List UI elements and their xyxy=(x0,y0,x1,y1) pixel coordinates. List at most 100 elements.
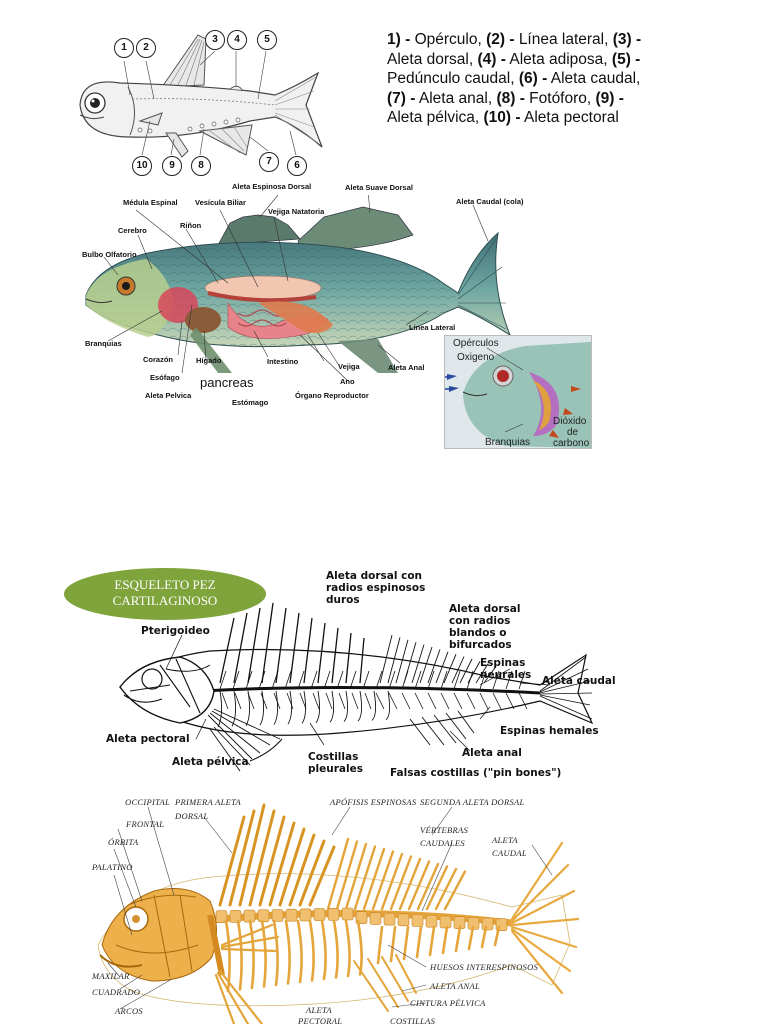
legend-item-7: Aleta anal, xyxy=(418,89,493,107)
legend-item-9: Aleta pélvica, xyxy=(387,109,480,126)
legend-num-6: (6) - xyxy=(518,70,548,87)
inset-label-de: de xyxy=(567,427,579,438)
label-cintura-pelvica: CINTURA PÉLVICA xyxy=(410,998,486,1008)
legend-item-5: Pedúnculo caudal, xyxy=(387,70,515,87)
label-cuadrado: CUADRADO xyxy=(92,987,141,997)
label-higado: Hígado xyxy=(196,356,222,365)
label-orbita: ÓRBITA xyxy=(108,837,139,847)
label-branquias: Branquias xyxy=(85,339,122,348)
label-medula-espinal: Médula Espinal xyxy=(123,198,178,207)
label-pancreas: pancreas xyxy=(200,375,254,390)
label-vertebras-2: CAUDALES xyxy=(420,838,465,848)
label-occipital: OCCIPITAL xyxy=(125,797,171,807)
inset-label-oxigeno: Oxigeno xyxy=(457,352,495,363)
badge-line-1: ESQUELETO PEZ xyxy=(114,577,216,592)
fish-parts-legend: 1) - Opérculo, (2) - Línea lateral, (3) … xyxy=(387,30,657,128)
legend-num-4: (4) - xyxy=(477,50,506,68)
fig1-number-8: 8 xyxy=(191,156,211,176)
label-aleta-caudal-cola: Aleta Caudal (cola) xyxy=(456,197,524,206)
label-aleta-pectoral-skeleton: Aleta pectoral xyxy=(106,733,190,745)
bony-fish-colored-skeleton xyxy=(97,803,580,1024)
label-huesos-interespinosos: HUESOS INTERESPINOSOS xyxy=(430,962,539,972)
label-cerebro: Cerebro xyxy=(118,226,147,235)
fig1-number-7: 7 xyxy=(259,152,279,172)
label-linea-lateral: Linea Lateral xyxy=(409,323,456,332)
label-aleta-anal: Aleta Anal xyxy=(388,363,425,372)
label-rinon: Riñon xyxy=(180,221,202,230)
cartilaginous-skeleton-title-badge: ESQUELETO PEZ CARTILAGINOSO xyxy=(64,568,266,620)
label-aleta-caudal-skeleton: Aleta caudal xyxy=(542,675,616,687)
label-dorsal-espinosos-1: Aleta dorsal con xyxy=(326,570,423,582)
label-espinas-hemales: Espinas hemales xyxy=(500,725,599,737)
label-dorsal-blandos-1: Aleta dorsal xyxy=(449,603,521,615)
label-palatino: PALATINO xyxy=(92,862,133,872)
fig1-number-10: 10 xyxy=(132,156,152,176)
label-arcos: ARCOS xyxy=(115,1006,143,1016)
label-dorsal-blandos-4: bifurcados xyxy=(449,639,512,651)
label-costillas-pleurales-1: Costillas xyxy=(308,751,359,763)
label-primera-aleta-2: DORSAL xyxy=(175,811,209,821)
label-dorsal-espinosos-3: duros xyxy=(326,594,360,606)
label-organo-reproductor: Órgano Reproductor xyxy=(295,391,369,400)
label-pectoral-bottom: PECTORAL xyxy=(298,1016,343,1024)
inset-label-carbono: carbono xyxy=(553,438,590,449)
label-dorsal-blandos-3: blandos o xyxy=(449,627,507,639)
label-apofisis-espinosas: APÓFISIS ESPINOSAS xyxy=(330,797,417,807)
label-aleta-anal-skeleton: Aleta anal xyxy=(462,747,522,759)
legend-num-10: (10) - xyxy=(483,109,521,126)
fig1-number-3: 3 xyxy=(205,30,225,50)
fig1-number-9: 9 xyxy=(162,156,182,176)
label-esofago: Esófago xyxy=(150,373,180,382)
badge-line-2: CARTILAGINOSO xyxy=(112,593,218,608)
label-estomago: Estómago xyxy=(232,398,269,407)
fish-anatomy-illustration xyxy=(85,195,512,382)
label-intestino: Intestino xyxy=(267,357,299,366)
fig1-number-6: 6 xyxy=(287,156,307,176)
label-costillas-pleurales-2: pleurales xyxy=(308,763,363,775)
label-maxilar: MAXILAR xyxy=(92,971,130,981)
label-aleta-anal-colored: ALETA ANAL xyxy=(430,981,480,991)
legend-num-8: (8) - xyxy=(496,89,525,107)
legend-item-10: Aleta pectoral xyxy=(524,109,619,126)
legend-item-3: Aleta dorsal, xyxy=(387,50,474,68)
label-pterigoideo: Pterigoideo xyxy=(141,625,210,637)
label-costillas-bottom: COSTILLAS xyxy=(390,1016,436,1024)
label-bulbo-olfatorio: Bulbo Olfatorio xyxy=(82,250,137,259)
label-segunda-aleta-dorsal: SEGUNDA ALETA DORSAL xyxy=(420,797,525,807)
label-primera-aleta-1: PRIMERA ALETA xyxy=(175,797,241,807)
inset-label-operculos: Opérculos xyxy=(453,338,499,349)
label-aleta-pelvica-skeleton: Aleta pélvica xyxy=(172,756,249,768)
label-aleta-suave-dorsal: Aleta Suave Dorsal xyxy=(345,183,413,192)
fig1-number-1: 1 xyxy=(114,38,134,58)
legend-num-2: (2) - xyxy=(486,31,515,48)
label-espinas-neurales-2: neurales xyxy=(480,669,532,681)
label-corazon: Corazón xyxy=(143,355,173,364)
gill-inset-illustration xyxy=(445,342,591,448)
label-ano: Ano xyxy=(340,377,355,386)
label-aleta-caudal-2: CAUDAL xyxy=(492,848,527,858)
fig1-number-4: 4 xyxy=(227,30,247,50)
label-vesicula-biliar: Vesícula Biliar xyxy=(195,198,246,207)
label-falsas-costillas: Falsas costillas ("pin bones") xyxy=(390,767,562,779)
legend-num-5: (5) - xyxy=(611,50,641,68)
legend-item-4: Aleta adiposa, xyxy=(509,50,608,68)
label-vejiga-natatoria: Vejiga Natatoria xyxy=(268,207,325,216)
fig1-number-2: 2 xyxy=(136,38,156,58)
gill-respiration-inset: Opérculos Oxigeno Branquias Dióxido de c… xyxy=(444,335,592,449)
legend-item-1: Opérculo, xyxy=(414,31,482,48)
label-vejiga: Vejiga xyxy=(338,362,360,371)
label-dorsal-blandos-2: con radios xyxy=(449,615,511,627)
inset-label-dioxido: Dióxido xyxy=(553,416,587,427)
legend-item-2: Línea lateral, xyxy=(518,31,609,48)
label-dorsal-espinosos-2: radios espinosos xyxy=(326,582,426,594)
legend-num-9: (9) - xyxy=(595,89,624,107)
legend-item-6: Aleta caudal, xyxy=(550,70,641,87)
label-aleta-pelvica: Aleta Pelvica xyxy=(145,391,192,400)
legend-num-3: (3) - xyxy=(612,31,642,48)
fish-outline-diagram xyxy=(79,34,323,158)
bony-fish-skeleton-drawing xyxy=(119,602,594,772)
label-vertebras-1: VÉRTEBRAS xyxy=(420,825,469,835)
fig1-number-5: 5 xyxy=(257,30,277,50)
legend-num-1: 1) - xyxy=(387,31,411,48)
label-frontal: FRONTAL xyxy=(126,819,165,829)
